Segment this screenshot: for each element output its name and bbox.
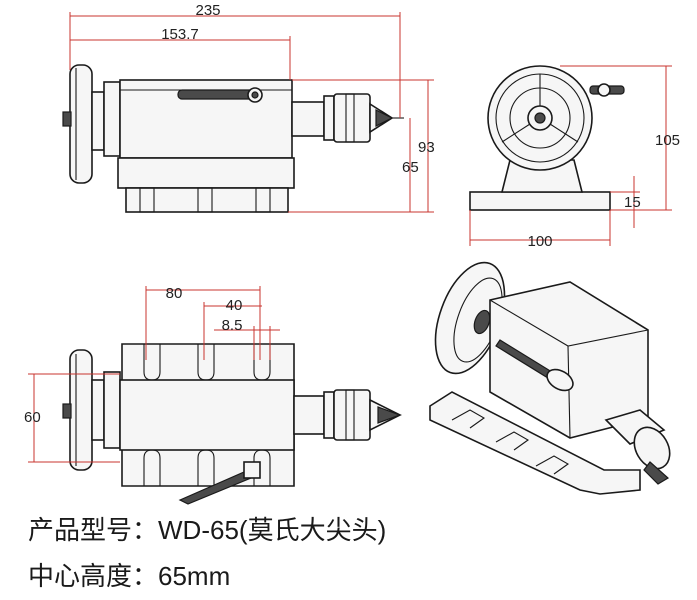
dim-100: 100 bbox=[527, 233, 552, 250]
dim-235: 235 bbox=[195, 2, 220, 19]
top-chuck bbox=[333, 389, 371, 441]
dim-15: 15 bbox=[624, 194, 641, 211]
side-handwheel-knob bbox=[62, 111, 72, 127]
model-caption: 产品型号：WD-65(莫氏大尖头) bbox=[28, 510, 386, 547]
model-label: 产品型号： bbox=[28, 515, 159, 545]
dim-153-7: 153.7 bbox=[161, 26, 199, 43]
side-chuck bbox=[333, 93, 371, 143]
top-main-body bbox=[119, 379, 295, 451]
dim-60: 60 bbox=[24, 409, 41, 426]
center-height-caption: 中心高度：65mm bbox=[28, 556, 230, 593]
dim-65: 65 bbox=[402, 159, 419, 176]
isometric-view bbox=[429, 261, 671, 495]
model-value: WD-65(莫氏大尖头) bbox=[158, 515, 387, 545]
top-view: 80 40 8.5 60 bbox=[24, 285, 402, 505]
iso-chuck bbox=[633, 426, 671, 470]
dim-8-5: 8.5 bbox=[222, 317, 243, 334]
dim-80: 80 bbox=[166, 285, 183, 302]
front-view: 105 15 100 bbox=[469, 65, 680, 250]
center-height-label: 中心高度： bbox=[28, 561, 159, 591]
dim-40: 40 bbox=[226, 297, 243, 314]
front-base bbox=[469, 191, 611, 211]
side-handwheel bbox=[69, 64, 93, 184]
center-height-value: 65mm bbox=[158, 561, 231, 591]
side-base bbox=[117, 157, 295, 189]
dim-105: 105 bbox=[655, 132, 680, 149]
dim-93: 93 bbox=[418, 139, 435, 156]
side-view: 235 153.7 93 65 bbox=[62, 2, 435, 213]
side-lock-lever bbox=[177, 89, 259, 100]
iso-live-center bbox=[643, 461, 670, 485]
top-handwheel bbox=[69, 349, 93, 471]
